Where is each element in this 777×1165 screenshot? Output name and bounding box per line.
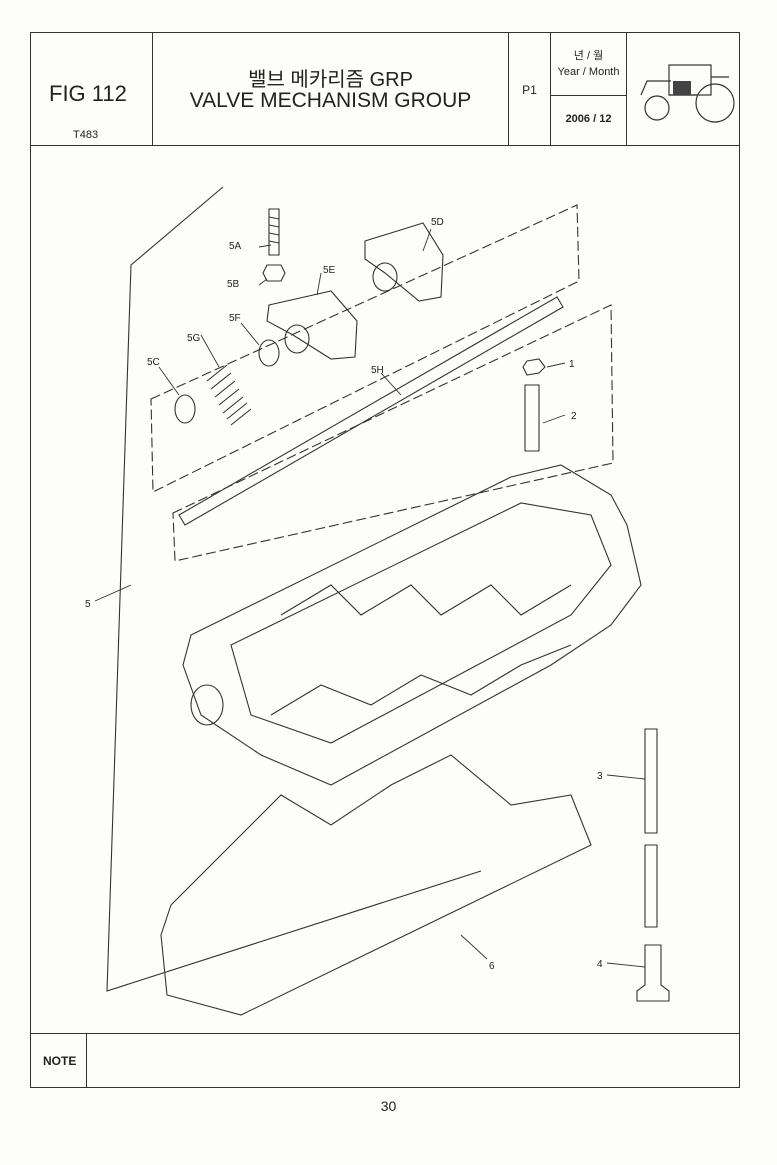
callout-2: 2 [571,411,577,422]
washer-5f [258,339,280,367]
title-english: VALVE MECHANISM GROUP [189,89,472,112]
callout-3: 3 [597,771,603,782]
title-cell: 밸브 메카리즘 GRP VALVE MECHANISM GROUP [153,33,509,145]
year-month-korean: 년 / 월 [573,50,604,62]
callout-5b: 5B [227,279,240,290]
parts-sheet: FIG 112 T483 밸브 메카리즘 GRP VALVE MECHANISM… [30,32,740,1088]
nut-5b [262,264,286,282]
subassembly-5h-dashed-box [172,304,614,562]
callout-4: 4 [597,959,603,970]
model-code: T483 [73,129,99,141]
callout-1: 1 [569,359,575,370]
date-divider [551,95,626,96]
gasket-6 [160,754,592,1016]
callout-5d: 5D [431,217,444,228]
subassembly-5-outline [106,186,482,992]
callout-5g: 5G [187,333,201,344]
spring-5g [206,364,252,426]
date-cell: 년 / 월 Year / Month 2006 / 12 [551,33,627,145]
note-label: NOTE [31,1034,87,1088]
fig-label: FIG 112 [49,81,127,106]
callout-5f: 5F [229,313,241,324]
fig-cell: FIG 112 T483 [31,33,153,145]
tappet-4 [636,944,670,1002]
note-row: NOTE [31,1033,739,1088]
title-korean: 밸브 메카리즘 GRP [248,69,413,91]
date-value: 2006 / 12 [565,113,612,125]
exploded-diagram: 5A 5B 5E 5D 5F 5G 5C 5H 1 2 5 3 4 6 [85,186,670,1016]
title-block: FIG 112 T483 밸브 메카리즘 GRP VALVE MECHANISM… [31,33,739,146]
tractor-icon [640,64,735,123]
callout-5h: 5H [371,365,384,376]
callout-5e: 5E [323,265,336,276]
page-code: P1 [522,83,537,97]
callout-5a: 5A [229,241,242,252]
callout-5c: 5C [147,357,160,368]
nut-1 [522,358,546,376]
shaft-5h [178,296,564,526]
page-number: 30 [380,1098,397,1114]
ring-5c [174,394,196,424]
tractor-icon-cell [627,33,739,145]
bracket-5d [364,222,444,302]
bracket-5e [266,290,358,360]
page-code-cell: P1 [509,33,551,145]
callout-6: 6 [489,961,495,972]
subassembly-5-dashed-box [150,204,580,493]
stud-2 [524,384,540,452]
valve-cover [182,464,642,786]
pushrod-3 [644,728,658,834]
stud-5a [268,208,280,256]
callout-5: 5 [85,599,91,610]
year-month-english: Year / Month [557,66,620,78]
